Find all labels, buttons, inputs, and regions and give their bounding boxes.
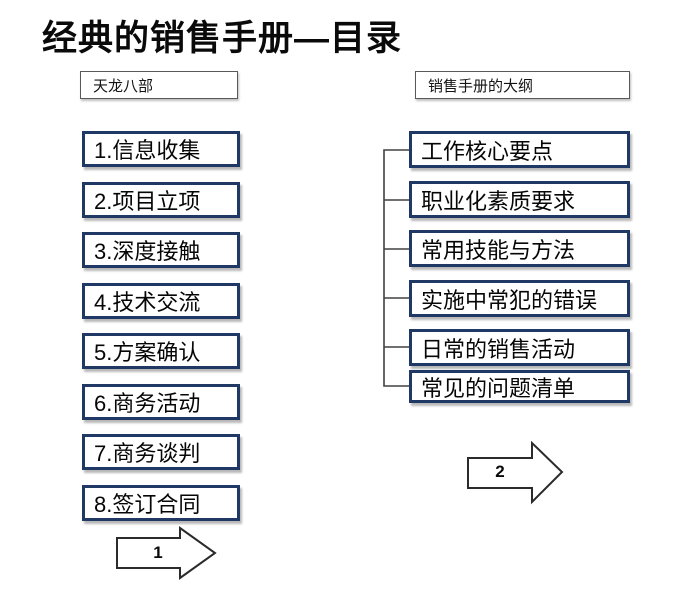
- outline-item-box: 工作核心要点: [409, 131, 630, 168]
- right-column-header: 销售手册的大纲: [415, 71, 630, 99]
- left-step-box: 4.技术交流: [82, 283, 240, 319]
- left-step-box: 2.项目立项: [82, 182, 240, 218]
- arrow-2-label: 2: [495, 462, 505, 481]
- page-title: 经典的销售手册—目录: [42, 19, 403, 58]
- left-step-box: 7.商务谈判: [82, 434, 240, 470]
- left-step-box: 5.方案确认: [82, 333, 240, 369]
- left-step-box: 8.签订合同: [82, 485, 240, 521]
- block-arrow-2-icon: [467, 441, 564, 505]
- outline-item-box: 常用技能与方法: [409, 230, 630, 267]
- outline-item-box: 日常的销售活动: [409, 329, 630, 366]
- outline-item-box: 常见的问题清单: [409, 370, 630, 403]
- block-arrow-1-icon: [116, 526, 217, 580]
- outline-item-box: 职业化素质要求: [409, 181, 630, 218]
- left-step-box: 1.信息收集: [82, 131, 240, 167]
- outline-item-box: 实施中常犯的错误: [409, 280, 630, 317]
- bracket-connector: [383, 149, 410, 387]
- left-step-box: 3.深度接触: [82, 232, 240, 268]
- arrow-1-label: 1: [153, 543, 163, 562]
- left-step-box: 6.商务活动: [82, 384, 240, 420]
- left-column-header: 天龙八部: [80, 71, 238, 99]
